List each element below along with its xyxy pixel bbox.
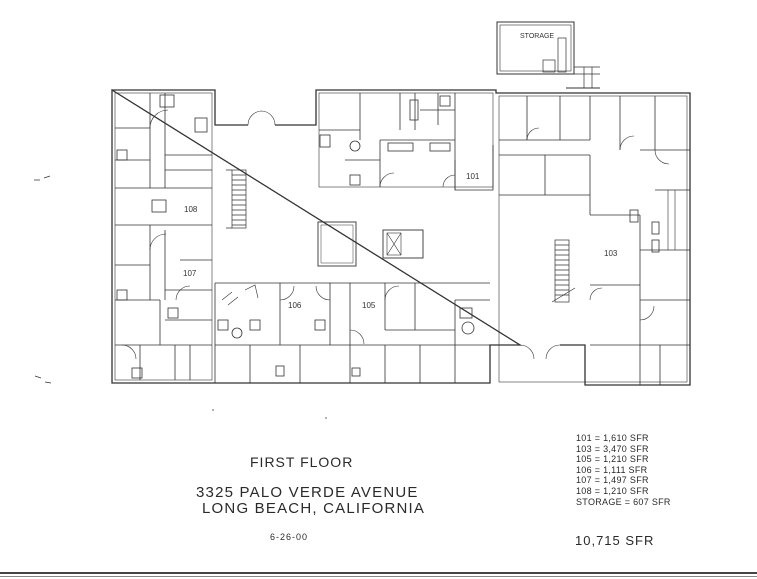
stair-east [551, 239, 576, 303]
legend-row: 106 = 1,111 SFR [576, 464, 648, 475]
lobby-elements [247, 110, 561, 360]
address-line-2: LONG BEACH, CALIFORNIA [202, 500, 426, 517]
bottom-border-thin [0, 576, 757, 577]
legend-row: 101 = 1,610 SFR [576, 433, 649, 443]
legend-row: 105 = 1,210 SFR [576, 454, 649, 465]
south-rooms [214, 282, 490, 383]
label-101: 101 [466, 172, 480, 181]
address-line-1: 3325 PALO VERDE AVENUE [196, 484, 419, 501]
stray-marks [34, 175, 327, 419]
room-labels: STORAGE 101 103 105 106 107 108 [183, 33, 618, 310]
legend-row: 103 = 3,470 SFR [576, 443, 649, 454]
building-outline [111, 88, 691, 386]
label-105: 105 [362, 301, 376, 310]
legend-row: 107 = 1,497 SFR [576, 475, 649, 486]
drawing-date: 6-26-00 [270, 532, 309, 542]
label-storage: STORAGE [520, 33, 554, 40]
storage-block [496, 21, 600, 89]
west-wing-rooms [115, 93, 212, 380]
floor-title: FIRST FLOOR [250, 454, 354, 470]
legend-row: STORAGE = 607 SFR [576, 496, 671, 507]
bottom-border [0, 572, 757, 574]
legend-row: 108 = 1,210 SFR [576, 485, 649, 496]
north-rooms [319, 93, 494, 191]
area-legend: 101 = 1,610 SFR 103 = 3,470 SFR 105 = 1,… [576, 433, 671, 507]
total-area: 10,715 SFR [575, 533, 655, 548]
label-107: 107 [183, 269, 197, 278]
label-103: 103 [604, 249, 618, 258]
east-wing-rooms [499, 96, 690, 385]
stair-west [226, 169, 247, 229]
label-108: 108 [184, 205, 198, 214]
label-106: 106 [288, 301, 302, 310]
